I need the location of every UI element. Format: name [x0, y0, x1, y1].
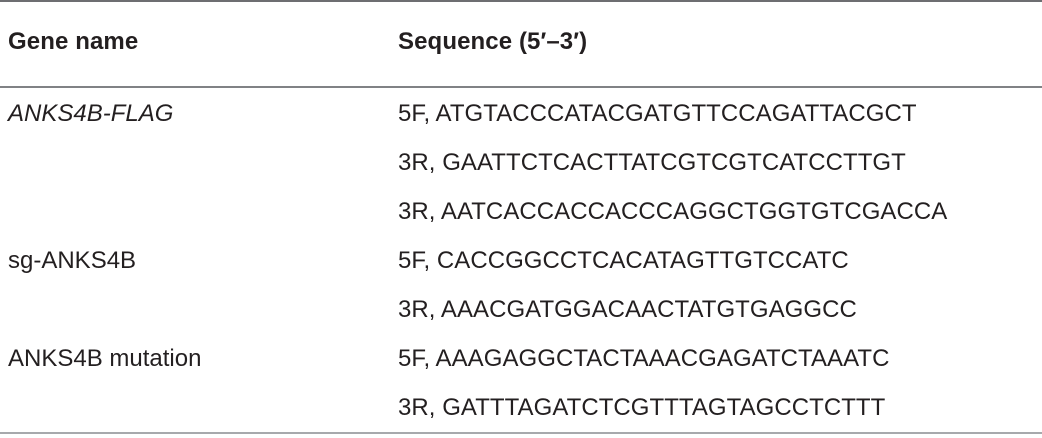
sequence-cell: 5F, AAAGAGGCTACTAAACGAGATCTAAATC	[398, 345, 890, 372]
gene-name-cell: ANKS4B-FLAG	[8, 100, 174, 127]
table-row: ANKS4B mutation 5F, AAAGAGGCTACTAAACGAGA…	[0, 333, 1042, 382]
table-bottom-rule	[0, 432, 1042, 434]
table-row: sg-ANKS4B 5F, CACCGGCCTCACATAGTTGTCCATC	[0, 235, 1042, 284]
table-row: 3R, AATCACCACCACCCAGGCTGGTGTCGACCA	[0, 186, 1042, 235]
header-gene-name: Gene name	[8, 28, 139, 55]
table-row: ANKS4B-FLAG 5F, ATGTACCCATACGATGTTCCAGAT…	[0, 88, 1042, 137]
header-sequence: Sequence (5′–3′)	[398, 28, 588, 55]
table-row: 3R, AAACGATGGACAACTATGTGAGGCC	[0, 284, 1042, 333]
gene-name-cell: ANKS4B mutation	[8, 345, 202, 372]
table-header-rule	[0, 86, 1042, 88]
sequence-cell: 5F, CACCGGCCTCACATAGTTGTCCATC	[398, 247, 849, 274]
table-row: 3R, GATTTAGATCTCGTTTAGTAGCCTCTTT	[0, 382, 1042, 431]
table-row: 3R, GAATTCTCACTTATCGTCGTCATCCTTGT	[0, 137, 1042, 186]
sequence-cell: 5F, ATGTACCCATACGATGTTCCAGATTACGCT	[398, 100, 917, 127]
gene-name-cell: sg-ANKS4B	[8, 247, 137, 274]
sequence-cell: 3R, GAATTCTCACTTATCGTCGTCATCCTTGT	[398, 149, 906, 176]
sequence-cell: 3R, GATTTAGATCTCGTTTAGTAGCCTCTTT	[398, 394, 886, 421]
sequence-cell: 3R, AATCACCACCACCCAGGCTGGTGTCGACCA	[398, 198, 948, 225]
table-top-rule	[0, 0, 1042, 2]
sequence-cell: 3R, AAACGATGGACAACTATGTGAGGCC	[398, 296, 857, 323]
